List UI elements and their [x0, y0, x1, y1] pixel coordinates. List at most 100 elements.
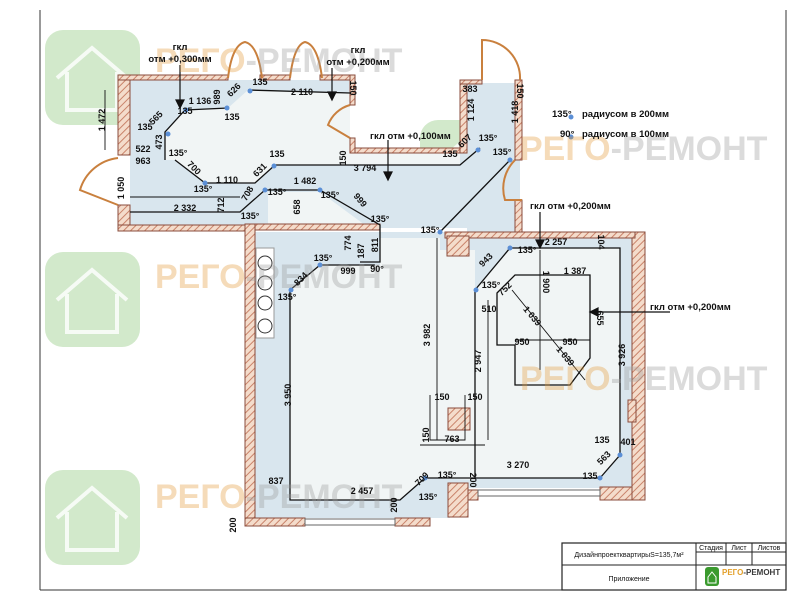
dimension-label: 3 926: [617, 344, 627, 367]
dimension-label: 963: [135, 156, 150, 166]
dimension-label: 135°: [169, 148, 188, 158]
legend-angle: 90°: [560, 129, 575, 140]
legend-text: радиусом в 200мм: [582, 109, 669, 120]
legend-angle: 135°: [552, 109, 572, 120]
dimension-label: 1 472: [97, 109, 107, 132]
level-label: гкл отм +0,200мм: [650, 302, 731, 313]
dimension-label: 135°: [482, 280, 501, 290]
dimension-label: 135°: [321, 190, 340, 200]
dimension-label: 150: [515, 83, 525, 98]
dimension-label: 1 900: [541, 271, 551, 294]
dimension-label: 104: [596, 234, 606, 249]
dimension-label: 135°: [371, 214, 390, 224]
dimension-label: 401: [620, 437, 635, 447]
level-label: гкл: [351, 45, 366, 56]
dimension-label: 837: [268, 476, 283, 486]
dimension-label: 1 482: [294, 176, 317, 186]
dimension-label: 999: [340, 266, 355, 276]
dimension-label: 655: [595, 310, 605, 325]
dimension-label: 522: [135, 144, 150, 154]
dimension-label: 510: [481, 304, 496, 314]
columns: [255, 247, 275, 339]
level-label: гкл отм +0,200мм: [530, 201, 611, 212]
dimension-label: 150: [338, 150, 348, 165]
dimension-label: 1 418: [510, 101, 520, 124]
dimension-label: 135°: [419, 492, 438, 502]
dimension-label: 135°: [438, 470, 457, 480]
legend-text: радиусом в 100мм: [582, 129, 669, 140]
dimension-label: 150: [467, 392, 482, 402]
walls: [117, 74, 646, 527]
dimension-label: 135: [582, 471, 597, 481]
dimension-label: 774: [343, 235, 353, 250]
svg-text:РЕГО-РЕМОНТ: РЕГО-РЕМОНТ: [155, 478, 403, 516]
dimension-label: 135: [269, 149, 284, 159]
level-label: отм +0,300мм: [148, 54, 211, 65]
level-label: отм +0,200мм: [326, 57, 389, 68]
dimension-label: 1 050: [116, 177, 126, 200]
dimension-label: 1 136: [189, 96, 212, 106]
dimension-label: 135°: [241, 211, 260, 221]
dimension-label: 135: [252, 77, 267, 87]
dimension-label: 135°: [518, 245, 537, 255]
dimension-label: 1 124: [466, 99, 476, 122]
dimension-label: 811: [370, 238, 380, 253]
dimension-label: 989: [212, 89, 222, 104]
dimension-label: 950: [562, 337, 577, 347]
watermark-text: РЕГО-РЕМОНТ РЕГО-РЕМОНТ РЕГО-РЕМОНТ РЕГО…: [155, 42, 768, 516]
dimension-label: 135°: [421, 225, 440, 235]
dimension-label: 950: [514, 337, 529, 347]
project-title: ДизайнпроектквартирыS=135,7м²: [574, 551, 684, 559]
svg-text:РЕГО-РЕМОНТ: РЕГО-РЕМОНТ: [520, 130, 768, 168]
dimension-label: 2 257: [545, 237, 568, 247]
dimension-label: 2 332: [174, 203, 197, 213]
dimension-label: 135°: [278, 292, 297, 302]
title-block: ДизайнпроектквартирыS=135,7м² Стадия Лис…: [561, 542, 787, 591]
svg-text:РЕГО-РЕМОНТ: РЕГО-РЕМОНТ: [155, 42, 403, 80]
doors: [78, 38, 522, 206]
level-label: гкл отм +0,100мм: [370, 131, 451, 142]
dimension-label: 135°: [314, 253, 333, 263]
dimension-label: 658: [292, 199, 302, 214]
windows: [304, 489, 601, 526]
dimension-label: 3 982: [422, 324, 432, 347]
dimension-label: 3 270: [507, 460, 530, 470]
legend: 135° радиусом в 200мм 90° радиусом в 100…: [552, 109, 669, 140]
drawing-name: Приложение: [608, 576, 649, 583]
dimension-label: 135°: [268, 187, 287, 197]
dimension-label: 135: [594, 435, 609, 445]
dimension-label: 135: [224, 112, 239, 122]
dimension-label: 135: [177, 106, 192, 116]
dimension-label: 150: [434, 392, 449, 402]
dimension-label: 473: [154, 134, 164, 149]
sheet-header: Лист: [731, 545, 747, 552]
dimension-label: 135°: [493, 147, 512, 157]
svg-text:РЕГО-РЕМОНТ: РЕГО-РЕМОНТ: [722, 568, 780, 577]
dimension-label: 90°: [370, 264, 384, 274]
dimension-label: 135°: [479, 133, 498, 143]
radius-markers: [165, 88, 623, 481]
dimension-label: 135: [137, 122, 152, 132]
dimension-label: 3 794: [354, 163, 377, 173]
dimension-label: 383: [462, 84, 477, 94]
company-logo: РЕГО-РЕМОНТ: [705, 567, 780, 586]
dimension-label: 763: [444, 434, 459, 444]
dimension-label: 200: [228, 517, 238, 532]
level-label: гкл: [173, 42, 188, 53]
svg-text:РЕГО-РЕМОНТ: РЕГО-РЕМОНТ: [520, 360, 768, 398]
dimension-label: 1 387: [564, 266, 587, 276]
dimension-label: 200: [468, 472, 478, 487]
level-labels: гкл отм +0,300мм гкл отм +0,200мм гкл от…: [148, 42, 730, 313]
dimension-label: 1 110: [216, 175, 238, 185]
dimension-label: 150: [421, 427, 431, 442]
dimension-label: 2 457: [351, 486, 374, 496]
svg-text:РЕГО-РЕМОНТ: РЕГО-РЕМОНТ: [155, 258, 403, 296]
dimension-label: 135: [442, 149, 457, 159]
level-arrows: [175, 65, 670, 317]
dimension-label: 712: [216, 197, 226, 212]
stage-header: Стадия: [699, 545, 723, 552]
dimension-label: 2 947: [473, 350, 483, 373]
dimension-label: 150: [348, 80, 358, 95]
ceiling-contours: [104, 89, 621, 501]
